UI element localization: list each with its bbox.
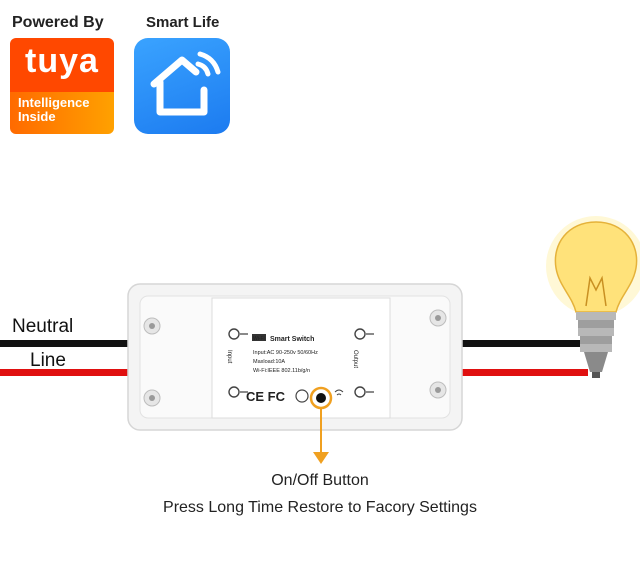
line-label: Line xyxy=(30,350,66,371)
smart-life-logo xyxy=(134,38,230,134)
wifi-badge xyxy=(252,334,266,341)
tuya-wordmark: tuya xyxy=(25,42,99,80)
neutral-wire-right xyxy=(458,340,588,347)
line-wire-right xyxy=(458,369,588,376)
arrow-head xyxy=(313,452,329,464)
button-title: On/Off Button xyxy=(271,472,369,489)
spec-wifi: Wi-Fi:IEEE 802.11b/g/n xyxy=(253,368,310,374)
wifi-badge-text: Wi-Fi xyxy=(253,336,265,342)
device-name: Smart Switch xyxy=(270,336,314,343)
neutral-wire-left xyxy=(0,340,140,347)
smart-life-title: Smart Life xyxy=(146,14,220,31)
tuya-tagline: Intelligence Inside xyxy=(18,95,90,124)
smart-switch-device xyxy=(127,283,463,431)
light-bulb-icon xyxy=(546,216,640,378)
input-side-label: Input xyxy=(226,350,232,364)
button-description: Press Long Time Restore to Facory Settin… xyxy=(163,499,477,516)
spec-maxload: Maxload:10A xyxy=(253,359,285,365)
certification-marks: CE FC xyxy=(246,389,286,404)
tuya-logo: tuya Intelligence Inside xyxy=(10,38,114,134)
line-wire-left xyxy=(0,369,140,376)
powered-by-text: Powered By xyxy=(12,14,104,31)
spec-input: Input:AC 90-250v 50/60Hz xyxy=(253,350,318,356)
output-side-label: Output xyxy=(352,350,358,368)
rohs-icon xyxy=(295,389,309,403)
power-button-icon xyxy=(316,393,326,403)
wifi-signal-icon xyxy=(334,389,344,396)
house-wifi-icon xyxy=(150,51,221,116)
neutral-label: Neutral xyxy=(12,316,74,337)
